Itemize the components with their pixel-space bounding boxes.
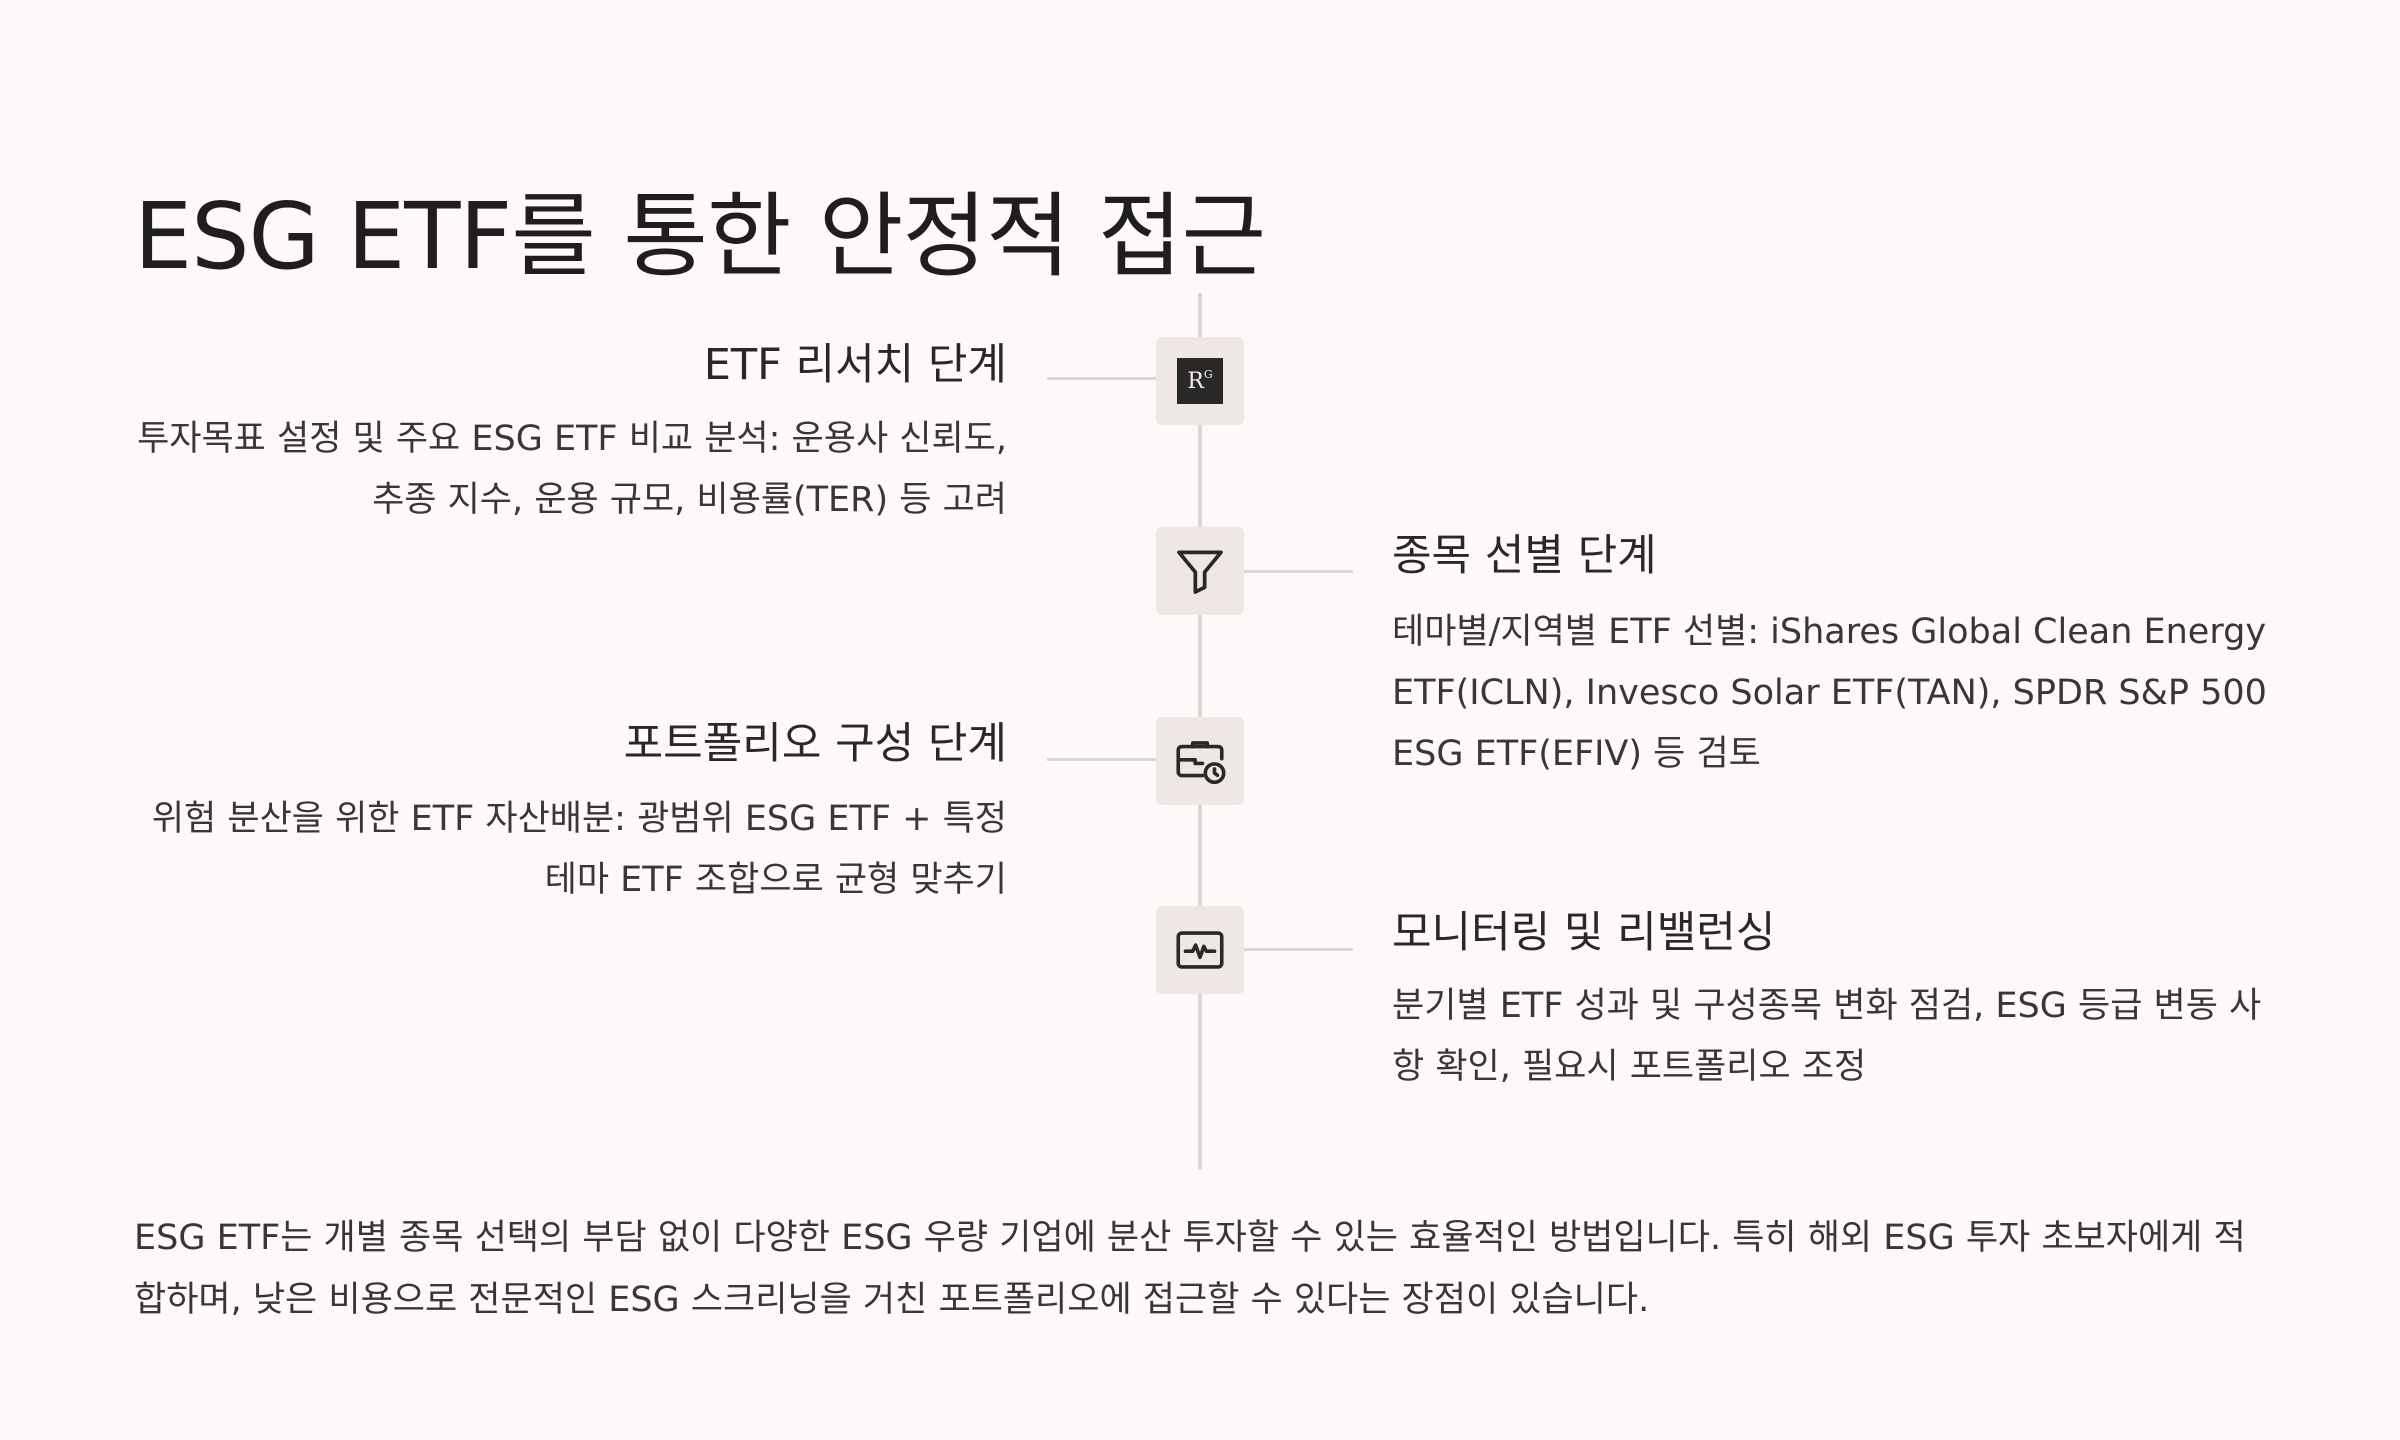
briefcase-clock-icon: [1176, 741, 1226, 785]
step-3-description: 위험 분산을 위한 ETF 자산배분: 광범위 ESG ETF + 특정 테마 …: [151, 799, 1007, 900]
step-4-description: 분기별 ETF 성과 및 구성종목 변화 점검, ESG 등급 변동 사항 확인…: [1392, 986, 2262, 1087]
step-3-connector: [1047, 758, 1156, 761]
step-4-title: 모니터링 및 리밸런싱: [1392, 908, 1776, 958]
page-title: ESG ETF를 통한 안정적 접근: [134, 182, 1266, 290]
step-2-description: 테마별/지역별 ETF 선별: iShares Global Clean Ene…: [1392, 612, 2267, 774]
step-4-connector: [1244, 948, 1353, 951]
step-2-connector: [1244, 570, 1353, 573]
step-4-icon-box: [1156, 906, 1244, 994]
funnel-icon: [1177, 550, 1223, 594]
step-1-description: 투자목표 설정 및 주요 ESG ETF 비교 분석: 운용사 신뢰도, 추종 …: [137, 419, 1007, 520]
pulse-monitor-icon: [1176, 931, 1224, 969]
step-3-icon-box: [1156, 717, 1244, 805]
step-2-icon-box: [1156, 527, 1244, 615]
step-2-title: 종목 선별 단계: [1392, 531, 1657, 581]
step-3-title: 포트폴리오 구성 단계: [623, 719, 1007, 769]
footer-text: ESG ETF는 개별 종목 선택의 부담 없이 다양한 ESG 우량 기업에 …: [134, 1218, 2246, 1320]
step-1-title: ETF 리서치 단계: [703, 340, 1007, 390]
rg-logo-letter: R: [1187, 368, 1204, 394]
rg-logo-sup: G: [1203, 367, 1213, 381]
step-1-connector: [1047, 377, 1156, 380]
